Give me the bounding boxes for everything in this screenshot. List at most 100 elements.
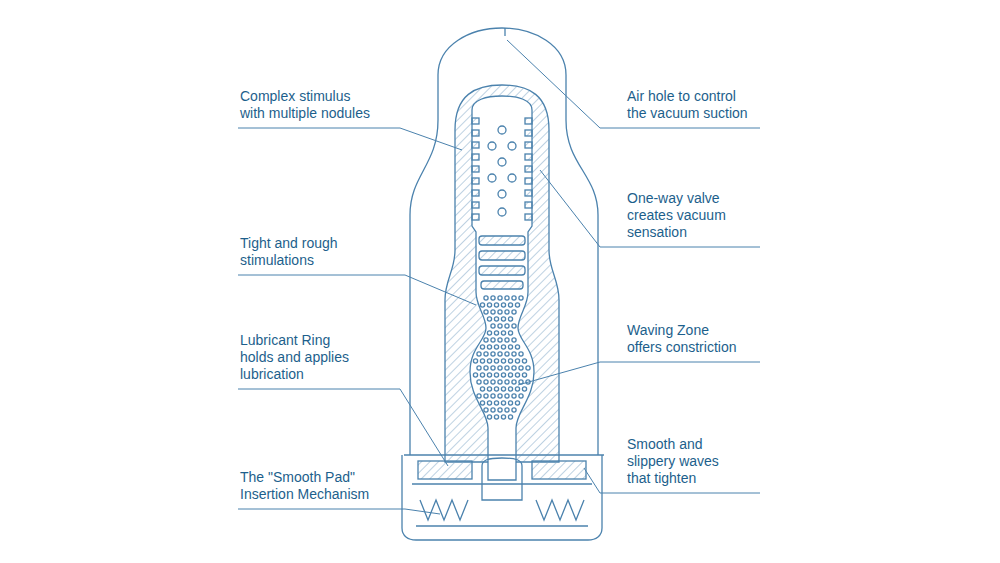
small-nodule bbox=[487, 331, 491, 335]
small-nodule bbox=[494, 331, 498, 335]
small-nodule bbox=[512, 338, 516, 342]
nodule bbox=[498, 126, 506, 134]
small-nodule bbox=[505, 324, 509, 328]
small-nodule bbox=[484, 296, 488, 300]
small-nodule bbox=[484, 310, 488, 314]
small-nodule bbox=[501, 303, 505, 307]
small-nodule bbox=[505, 408, 509, 412]
small-nodule bbox=[484, 338, 488, 342]
small-nodule bbox=[491, 324, 495, 328]
small-nodule bbox=[480, 359, 484, 363]
side-notch bbox=[525, 202, 532, 208]
small-nodule bbox=[484, 366, 488, 370]
nodule bbox=[498, 208, 506, 216]
small-nodule bbox=[519, 394, 523, 398]
small-nodule bbox=[491, 310, 495, 314]
side-notch bbox=[525, 178, 532, 184]
small-nodule bbox=[508, 345, 512, 349]
leader-line bbox=[238, 389, 448, 466]
side-notch bbox=[472, 166, 479, 172]
small-nodule bbox=[494, 317, 498, 321]
small-nodule bbox=[505, 366, 509, 370]
small-nodule bbox=[508, 303, 512, 307]
small-nodule bbox=[508, 415, 512, 419]
small-nodule bbox=[487, 415, 491, 419]
small-nodule bbox=[508, 387, 512, 391]
small-nodule bbox=[498, 408, 502, 412]
small-nodule bbox=[522, 373, 526, 377]
side-notch bbox=[472, 118, 479, 124]
small-nodule bbox=[480, 303, 484, 307]
small-nodule bbox=[487, 401, 491, 405]
small-nodule bbox=[494, 345, 498, 349]
small-nodule bbox=[508, 373, 512, 377]
small-nodule bbox=[522, 359, 526, 363]
leader-line bbox=[238, 509, 440, 514]
ridge bbox=[479, 266, 525, 275]
small-nodule bbox=[473, 359, 477, 363]
small-nodule bbox=[501, 401, 505, 405]
small-nodule bbox=[494, 387, 498, 391]
callout-label: The "Smooth Pad" Insertion Mechanism bbox=[240, 469, 380, 503]
small-nodule bbox=[487, 345, 491, 349]
nodule bbox=[508, 142, 516, 150]
device-outline bbox=[402, 28, 604, 540]
leader-line bbox=[518, 362, 760, 385]
small-nodule bbox=[498, 310, 502, 314]
leader-line bbox=[540, 170, 760, 247]
small-nodule bbox=[519, 352, 523, 356]
small-nodule bbox=[480, 387, 484, 391]
case-rim bbox=[404, 454, 604, 455]
small-nodule bbox=[526, 366, 530, 370]
small-nodule bbox=[519, 366, 523, 370]
small-nodule bbox=[505, 352, 509, 356]
leader-line bbox=[238, 275, 476, 305]
small-nodule bbox=[480, 401, 484, 405]
small-nodule bbox=[484, 394, 488, 398]
small-nodule bbox=[491, 380, 495, 384]
callout-label: Waving Zone offers constriction bbox=[627, 322, 742, 356]
small-nodule bbox=[494, 303, 498, 307]
small-nodule bbox=[480, 373, 484, 377]
callout-label: One-way valve creates vacuum sensation bbox=[627, 190, 737, 241]
small-nodule bbox=[494, 373, 498, 377]
side-notch bbox=[472, 142, 479, 148]
small-nodule bbox=[498, 324, 502, 328]
small-nodule bbox=[491, 352, 495, 356]
small-nodule bbox=[487, 317, 491, 321]
inner-canal bbox=[470, 96, 534, 480]
small-nodule bbox=[477, 366, 481, 370]
small-nodule bbox=[512, 324, 516, 328]
small-nodule bbox=[508, 359, 512, 363]
small-nodule bbox=[512, 366, 516, 370]
small-nodule bbox=[512, 408, 516, 412]
callout-label: Lubricant Ring holds and applies lubrica… bbox=[240, 332, 355, 383]
small-nodule bbox=[473, 373, 477, 377]
small-nodule bbox=[501, 317, 505, 321]
small-nodule bbox=[508, 331, 512, 335]
ridge bbox=[479, 236, 525, 245]
side-notch bbox=[472, 154, 479, 160]
small-nodule bbox=[487, 373, 491, 377]
small-nodule bbox=[477, 380, 481, 384]
small-nodule bbox=[487, 303, 491, 307]
nodule bbox=[498, 158, 506, 166]
small-nodule bbox=[522, 387, 526, 391]
small-nodule bbox=[491, 394, 495, 398]
small-nodule bbox=[515, 303, 519, 307]
small-nodule bbox=[501, 415, 505, 419]
ridge bbox=[481, 281, 523, 289]
small-nodule bbox=[498, 366, 502, 370]
side-notch bbox=[525, 154, 532, 160]
side-notch bbox=[525, 214, 532, 220]
callout-label: Tight and rough stimulations bbox=[240, 235, 360, 269]
small-nodule bbox=[519, 296, 523, 300]
callout-label: Complex stimulus with multiple nodules bbox=[240, 88, 374, 122]
small-nodule bbox=[477, 394, 481, 398]
small-nodule bbox=[505, 394, 509, 398]
side-notch bbox=[472, 178, 479, 184]
leader-line bbox=[507, 40, 760, 128]
leader-line bbox=[238, 128, 462, 150]
side-notch bbox=[472, 214, 479, 220]
